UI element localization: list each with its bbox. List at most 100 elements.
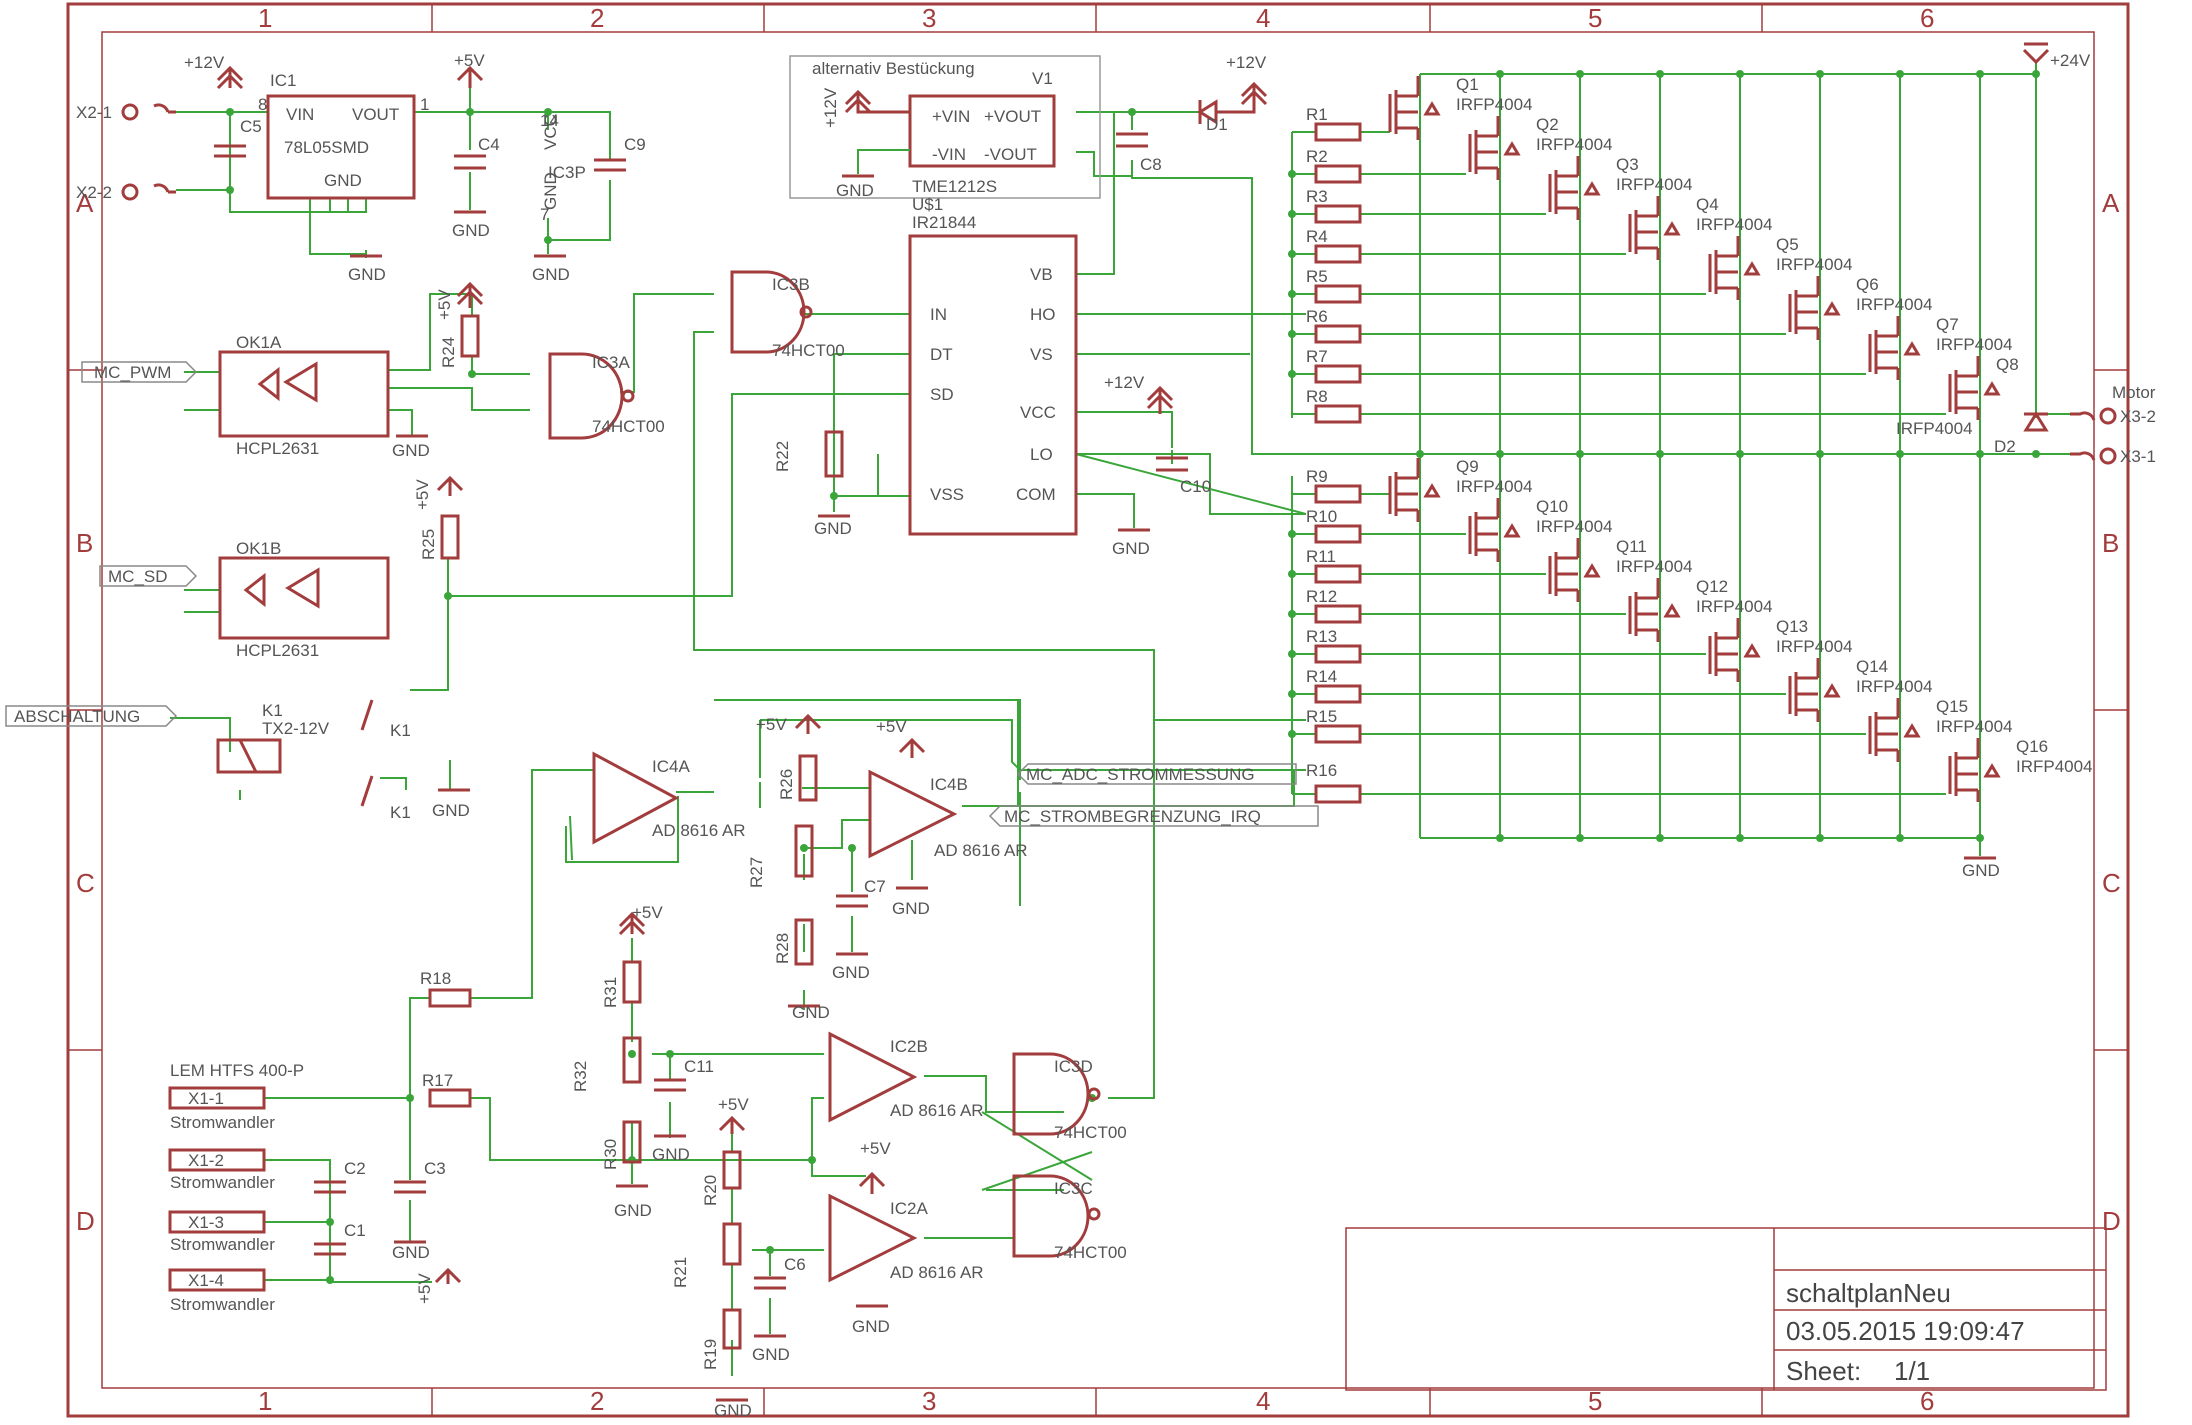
cap-c2: C2 <box>314 1159 366 1194</box>
svg-text:R12: R12 <box>1306 587 1337 606</box>
svg-text:Q7: Q7 <box>1936 315 1959 334</box>
cap-c1: C1 <box>314 1221 366 1256</box>
svg-text:VS: VS <box>1030 345 1053 364</box>
svg-text:D1: D1 <box>1206 115 1228 134</box>
svg-text:TX2-12V: TX2-12V <box>262 719 330 738</box>
svg-text:R30: R30 <box>601 1139 620 1170</box>
svg-text:R7: R7 <box>1306 347 1328 366</box>
power-p24v: +24V <box>2022 42 2091 70</box>
svg-text:+5V: +5V <box>756 715 787 734</box>
svg-text:+12V: +12V <box>1104 373 1145 392</box>
cap-c10: C10 <box>1156 456 1211 496</box>
svg-text:Q9: Q9 <box>1456 457 1479 476</box>
svg-text:IRFP4004: IRFP4004 <box>1616 557 1693 576</box>
svg-text:IN: IN <box>930 305 947 324</box>
svg-text:IRFP4004: IRFP4004 <box>1856 295 1933 314</box>
svg-text:GND: GND <box>814 519 852 538</box>
svg-text:GND: GND <box>392 441 430 460</box>
svg-text:Stromwandler: Stromwandler <box>170 1235 275 1254</box>
svg-text:LO: LO <box>1030 445 1053 464</box>
svg-text:HCPL2631: HCPL2631 <box>236 439 319 458</box>
nand-ic3c: IC3C 74HCT00 <box>1012 1174 1127 1262</box>
diode-d1: D1 +12V <box>1197 53 1268 134</box>
diode-d2: D2 <box>1994 411 2049 456</box>
svg-text:C6: C6 <box>784 1255 806 1274</box>
svg-text:C11: C11 <box>684 1057 714 1076</box>
svg-text:R5: R5 <box>1306 267 1328 286</box>
svg-text:+VIN: +VIN <box>932 107 970 126</box>
svg-text:R4: R4 <box>1306 227 1328 246</box>
svg-text:IC3P: IC3P <box>548 163 586 182</box>
column-label: 5 <box>1588 3 1602 33</box>
potentiometer-r22: R22 GND <box>773 430 852 538</box>
svg-text:IRFP4004: IRFP4004 <box>1536 135 1613 154</box>
resistor-r18: R18 <box>420 969 472 1008</box>
svg-text:IRFP4004: IRFP4004 <box>1616 175 1693 194</box>
svg-text:R26: R26 <box>777 769 796 800</box>
column-label: 1 <box>258 1386 272 1416</box>
cap-c8: C8 <box>1116 132 1162 174</box>
svg-text:IRFP4004: IRFP4004 <box>1776 637 1853 656</box>
svg-text:GND: GND <box>752 1345 790 1364</box>
opamp-ic2a: IC2A AD 8616 AR <box>828 1193 984 1283</box>
opamp-ic4a: IC4A AD 8616 AR <box>592 751 746 845</box>
svg-text:V1: V1 <box>1032 69 1053 88</box>
svg-text:R20: R20 <box>701 1175 720 1206</box>
row-label: D <box>2102 1206 2121 1236</box>
svg-text:AD 8616 AR: AD 8616 AR <box>890 1263 984 1282</box>
svg-text:74HCT00: 74HCT00 <box>1054 1123 1127 1142</box>
svg-text:IRFP4004: IRFP4004 <box>1896 419 1973 438</box>
svg-text:IC2B: IC2B <box>890 1037 928 1056</box>
svg-text:alternativ Bestückung: alternativ Bestückung <box>812 59 975 78</box>
power-p5v-lem: +5V <box>415 1267 462 1304</box>
svg-text:IRFP4004: IRFP4004 <box>1776 255 1853 274</box>
port-irq: MC_STROMBEGRENZUNG_IRQ <box>988 805 1319 827</box>
alternative-box: alternativ Bestückung V1 +VIN -VIN +VOUT… <box>789 55 1101 200</box>
svg-text:Q10: Q10 <box>1536 497 1568 516</box>
svg-text:Q14: Q14 <box>1856 657 1888 676</box>
power-p5v-r25: +5V <box>413 475 464 510</box>
resistor-r31: R31 <box>601 960 642 1008</box>
svg-text:+24V: +24V <box>2050 51 2091 70</box>
svg-text:IC1: IC1 <box>270 71 296 90</box>
svg-text:IRFP4004: IRFP4004 <box>1456 477 1533 496</box>
svg-text:Q1: Q1 <box>1456 75 1479 94</box>
resistor-r17: R17 <box>422 1071 472 1108</box>
svg-text:IR21844: IR21844 <box>912 213 976 232</box>
svg-text:C3: C3 <box>424 1159 446 1178</box>
svg-text:IC2A: IC2A <box>890 1199 928 1218</box>
svg-text:+5V: +5V <box>435 289 454 320</box>
svg-text:MC_ADC_STROMMESSUNG: MC_ADC_STROMMESSUNG <box>1026 765 1255 784</box>
svg-text:C9: C9 <box>624 135 646 154</box>
column-label: 6 <box>1920 1386 1934 1416</box>
svg-text:GND: GND <box>532 265 570 284</box>
svg-text:8: 8 <box>258 95 267 114</box>
svg-text:OK1A: OK1A <box>236 333 282 352</box>
row-label: A <box>2102 188 2120 218</box>
column-label: 4 <box>1256 1386 1270 1416</box>
svg-text:R27: R27 <box>747 857 766 888</box>
svg-text:GND: GND <box>541 172 560 210</box>
svg-text:GND: GND <box>792 1003 830 1022</box>
svg-text:C1: C1 <box>344 1221 366 1240</box>
svg-text:IRFP4004: IRFP4004 <box>2016 757 2093 776</box>
port-adc: MC_ADC_STROMMESSUNG <box>1016 763 1297 785</box>
port-abschaltung: ABSCHALTUNG <box>5 705 178 727</box>
resistor-r24: R24 <box>439 314 480 368</box>
svg-text:GND: GND <box>348 265 386 284</box>
mosfet-array: R1 R2 R3 R4 R5 R6 R7 R8 R9 R10 R11 R12 R… <box>1306 75 2093 880</box>
svg-text:OK1B: OK1B <box>236 539 281 558</box>
svg-text:+5V: +5V <box>413 479 432 510</box>
svg-text:C8: C8 <box>1140 155 1162 174</box>
power-p5v-ic4b: +5V <box>876 717 926 758</box>
svg-text:VB: VB <box>1030 265 1053 284</box>
power-p12v-input: +12V <box>184 53 244 90</box>
svg-text:C2: C2 <box>344 1159 366 1178</box>
svg-text:R32: R32 <box>571 1061 590 1092</box>
svg-text:74HCT00: 74HCT00 <box>592 417 665 436</box>
svg-text:ABSCHALTUNG: ABSCHALTUNG <box>14 707 140 726</box>
svg-text:Q5: Q5 <box>1776 235 1799 254</box>
svg-text:X1-3: X1-3 <box>188 1213 224 1232</box>
svg-text:R22: R22 <box>773 441 792 472</box>
